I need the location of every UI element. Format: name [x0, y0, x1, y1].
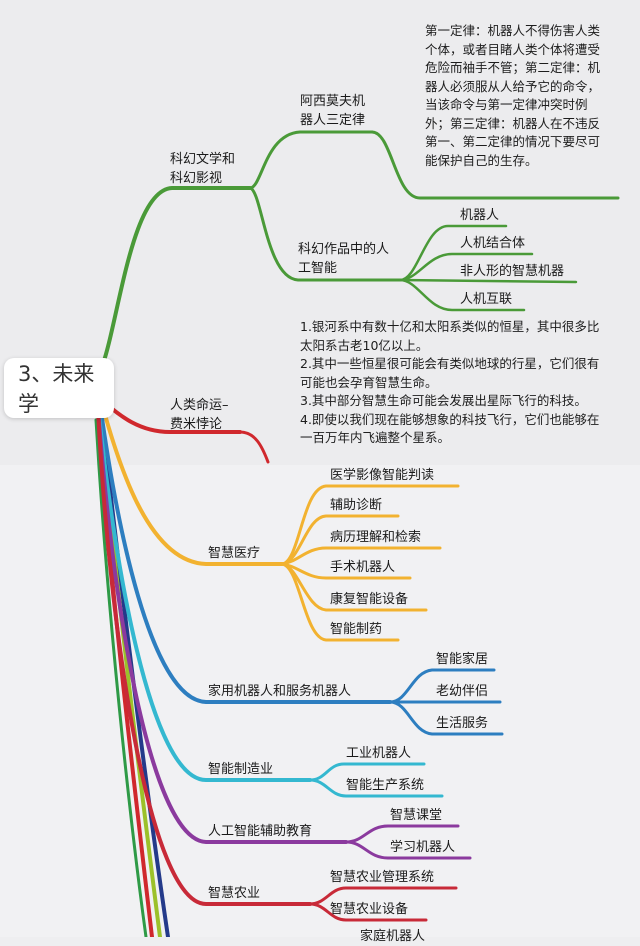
fermi-label-line1: 人类命运–: [170, 398, 229, 413]
asimov-label-line2: 器人三定律: [300, 113, 366, 128]
root-label: 3、未来学: [18, 362, 95, 416]
purple-trunk: [96, 406, 348, 844]
orange-trunk: [100, 402, 284, 566]
ai-works-label-line1: 科幻作品中的人: [298, 242, 390, 257]
home-branch-label[interactable]: 家用机器人和服务机器人: [208, 684, 352, 699]
fermi-line-4: 4.即使以我们现在能够想象的科技飞行，它们也能够在一百万年内飞遍整个星系。: [300, 411, 600, 446]
mfg-item[interactable]: 工业机器人: [346, 746, 412, 761]
ai-works-item-cyborg[interactable]: 人机结合体: [460, 236, 526, 251]
fermi-line-2: 2.其中一些恒星很可能会有类似地球的行星，它们很有可能也会孕育智慧生命。: [300, 356, 600, 390]
agri-branch-label[interactable]: 智慧农业: [208, 886, 261, 901]
agri-item[interactable]: 智慧农业管理系统: [330, 870, 435, 885]
ai-works-item-robot[interactable]: 机器人: [460, 208, 500, 223]
fermi-branch-label[interactable]: 人类命运– 费米悖论: [170, 396, 229, 434]
crimson-trunk: [96, 408, 312, 906]
ai-works-item-interconnect[interactable]: 人机互联: [460, 292, 513, 307]
edu-branch-label[interactable]: 人工智能辅助教育: [208, 824, 313, 839]
asimov-node[interactable]: 阿西莫夫机 器人三定律: [300, 92, 365, 130]
mfg-item[interactable]: 智能生产系统: [346, 778, 425, 793]
ai-works-label-line2: 工智能: [298, 261, 338, 276]
medical-branch-label[interactable]: 智慧医疗: [208, 546, 261, 561]
edu-item[interactable]: 智慧课堂: [390, 808, 443, 823]
home-item[interactable]: 智能家居: [436, 652, 489, 667]
agri-item[interactable]: 智慧农业设备: [330, 902, 409, 917]
home-item[interactable]: 老幼伴侣: [436, 684, 489, 699]
ai-works-node[interactable]: 科幻作品中的人 工智能: [298, 240, 389, 278]
scifi-branch-label[interactable]: 科幻文学和 科幻影视: [170, 150, 235, 188]
fermi-label-line2: 费米悖论: [170, 417, 223, 432]
asimov-label-line1: 阿西莫夫机: [300, 94, 366, 109]
mfg-branch-label[interactable]: 智能制造业: [208, 762, 274, 777]
asimov-laws-text: 第一定律：机器人不得伤害人类个体，或者目睹人类个体将遭受危险而袖手不管；第二定律…: [425, 23, 601, 168]
ai-works-item-nonhumanoid[interactable]: 非人形的智慧机器: [460, 264, 565, 279]
root-node[interactable]: 3、未来学: [4, 358, 114, 418]
edu-item[interactable]: 学习机器人: [390, 840, 456, 855]
medical-item[interactable]: 病历理解和检索: [330, 530, 422, 545]
scifi-label-line1: 科幻文学和: [170, 152, 236, 167]
medical-item[interactable]: 辅助诊断: [330, 498, 383, 513]
cyan-trunk: [96, 404, 312, 782]
fermi-text: 1.银河系中有数十亿和太阳系类似的恒星，其中很多比太阳系古老10亿以上。 2.其…: [300, 318, 610, 464]
medical-item[interactable]: 智能制药: [330, 622, 383, 637]
medical-item[interactable]: 医学影像智能判读: [330, 468, 435, 483]
green-trunk: [98, 186, 252, 374]
medical-item[interactable]: 手术机器人: [330, 560, 396, 575]
home-item[interactable]: 生活服务: [436, 716, 489, 731]
fermi-line-1: 1.银河系中有数十亿和太阳系类似的恒星，其中很多比太阳系古老10亿以上。: [300, 319, 600, 353]
blue-trunk: [98, 402, 392, 704]
trunk-green2: [94, 418, 148, 937]
fermi-line-3: 3.其中部分智慧生命可能会发展出星际飞行的科技。: [300, 393, 587, 408]
scifi-label-line2: 科幻影视: [170, 171, 223, 186]
medical-item[interactable]: 康复智能设备: [330, 592, 409, 607]
